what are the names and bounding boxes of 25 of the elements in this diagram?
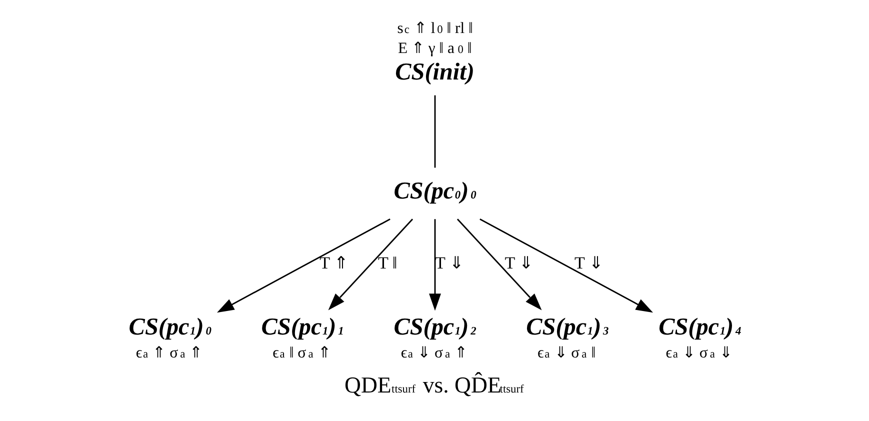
edge-label: T ⇓ bbox=[504, 253, 533, 272]
arrow bbox=[428, 219, 440, 311]
connector bbox=[434, 95, 436, 168]
edge-label: T ⇑ bbox=[319, 253, 348, 272]
node-text: CS(pc1)0 bbox=[128, 314, 211, 341]
caption: QDEttsurf vs. QD̂Ettsurf bbox=[344, 372, 524, 398]
arrow bbox=[479, 218, 653, 313]
node-label: ϵa ⇓ σa ⇓ bbox=[665, 344, 732, 362]
arrow bbox=[456, 218, 542, 310]
node-text: CS(pc1)2 bbox=[393, 314, 476, 341]
node-label: sc ⇑ l0 ‖ rl ‖ bbox=[396, 20, 472, 37]
node-label: ϵa ‖ σa ⇑ bbox=[272, 344, 330, 362]
node-label: ϵa ⇓ σa ‖ bbox=[537, 344, 596, 362]
edge-label: T ⇓ bbox=[434, 253, 463, 272]
edge-label: T ⇓ bbox=[574, 253, 602, 272]
node-text: CS(pc1)1 bbox=[260, 314, 344, 341]
node-label: ϵa ⇑ σa ⇑ bbox=[135, 344, 202, 362]
node-text: CS(pc0)0 bbox=[393, 178, 476, 205]
node-label: ϵa ⇓ σa ⇑ bbox=[400, 344, 468, 362]
arrow bbox=[328, 218, 413, 310]
node-text: CS(init) bbox=[394, 58, 474, 86]
node-text: CS(pc1)4 bbox=[658, 314, 741, 341]
edge-label: T ‖ bbox=[378, 253, 397, 272]
node-text: CS(pc1)3 bbox=[526, 314, 608, 341]
arrow bbox=[216, 218, 390, 313]
